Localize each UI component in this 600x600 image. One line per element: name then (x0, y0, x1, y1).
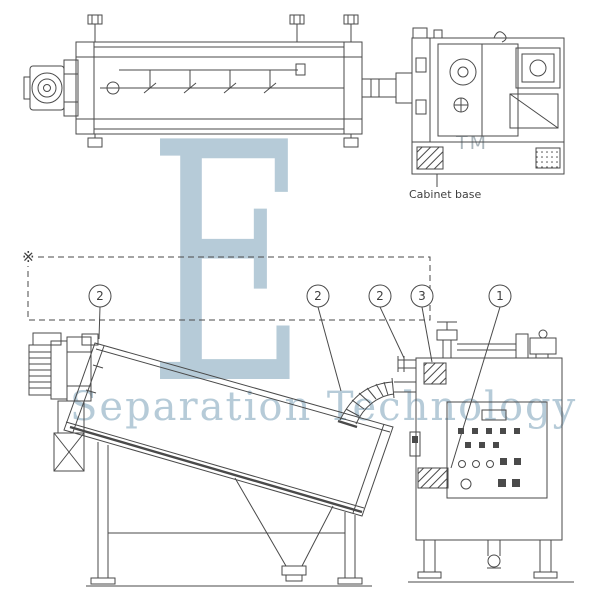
drain-valve (487, 540, 501, 569)
conveyor-frame (75, 41, 363, 135)
cabinet-base-label: Cabinet base (409, 188, 482, 201)
callout-label: 3 (418, 289, 426, 303)
corrugated-hose (337, 377, 416, 429)
callout-label: 2 (96, 289, 104, 303)
callouts: 2 2 2 3 1 (88, 284, 512, 308)
hatched-mount-plate (417, 467, 449, 489)
control-cabinet-top-view (411, 27, 565, 143)
control-cabinet-front (408, 321, 574, 583)
support-frame (86, 442, 372, 587)
inlet-pipe (397, 356, 416, 372)
top-view-assembly (23, 14, 565, 187)
drive-motor-top-view (23, 59, 79, 117)
cabinet-top-piping (436, 321, 557, 359)
watermark-logo-letter: E (148, 73, 307, 457)
cabinet-base (411, 141, 565, 187)
mounting-tabs (87, 14, 359, 148)
callout-balloon-2a: 2 (88, 284, 112, 308)
side-view-assembly: 2 2 2 3 1 (27, 256, 574, 587)
cabinet-hinge (409, 431, 421, 457)
cabinet-legs (408, 539, 574, 583)
drive-motor-side-view (28, 332, 99, 472)
callout-label: 2 (314, 289, 322, 303)
callout-balloon-2b: 2 (306, 284, 330, 308)
callout-label: 1 (496, 289, 504, 303)
hatched-inlet-flange (423, 362, 447, 385)
callout-label: 2 (376, 289, 384, 303)
control-panel (446, 401, 548, 499)
callout-balloon-1: 1 (488, 284, 512, 308)
callout-balloon-3: 3 (410, 284, 434, 308)
watermark-trademark: TM (456, 132, 488, 154)
screw-auger (100, 63, 344, 95)
drum-body (63, 342, 394, 517)
callout-leader-lines (98, 306, 501, 469)
reference-dashed-box (27, 256, 431, 321)
callout-balloon-2c: 2 (368, 284, 392, 308)
reference-mark: ※ (20, 248, 37, 266)
output-shaft (361, 72, 413, 104)
discharge-chute (234, 477, 334, 582)
